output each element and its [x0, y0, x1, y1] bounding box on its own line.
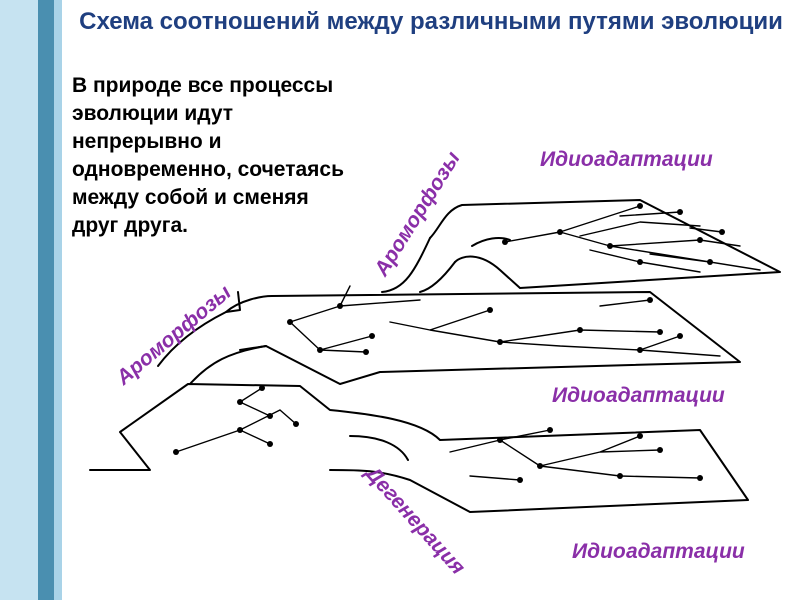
- intro-line: непрерывно и: [72, 130, 222, 153]
- bottom-plane: [89, 383, 749, 513]
- intro-text: В природе все процессы эволюции идут неп…: [72, 72, 432, 240]
- slide-title: Схема соотношений между различными путям…: [79, 8, 783, 35]
- intro-line: В природе все процессы: [72, 74, 334, 97]
- intro-line: между собой и сменяя: [72, 186, 309, 209]
- intro-line: друг друга.: [72, 214, 188, 237]
- top-plane: [429, 199, 781, 289]
- idioadaptation-label-middle: Идиоадаптации: [552, 384, 725, 407]
- lower-aromorphosis-tube: [157, 311, 267, 385]
- side-band-dark-stripe: [38, 0, 54, 600]
- intro-line: одновременно, сочетаясь: [72, 158, 344, 181]
- idioadaptation-label-bottom: Идиоадаптации: [572, 540, 745, 563]
- side-band-light: [0, 0, 38, 600]
- intro-line: эволюции идут: [72, 102, 234, 125]
- idioadaptation-label-top: Идиоадаптации: [540, 148, 713, 171]
